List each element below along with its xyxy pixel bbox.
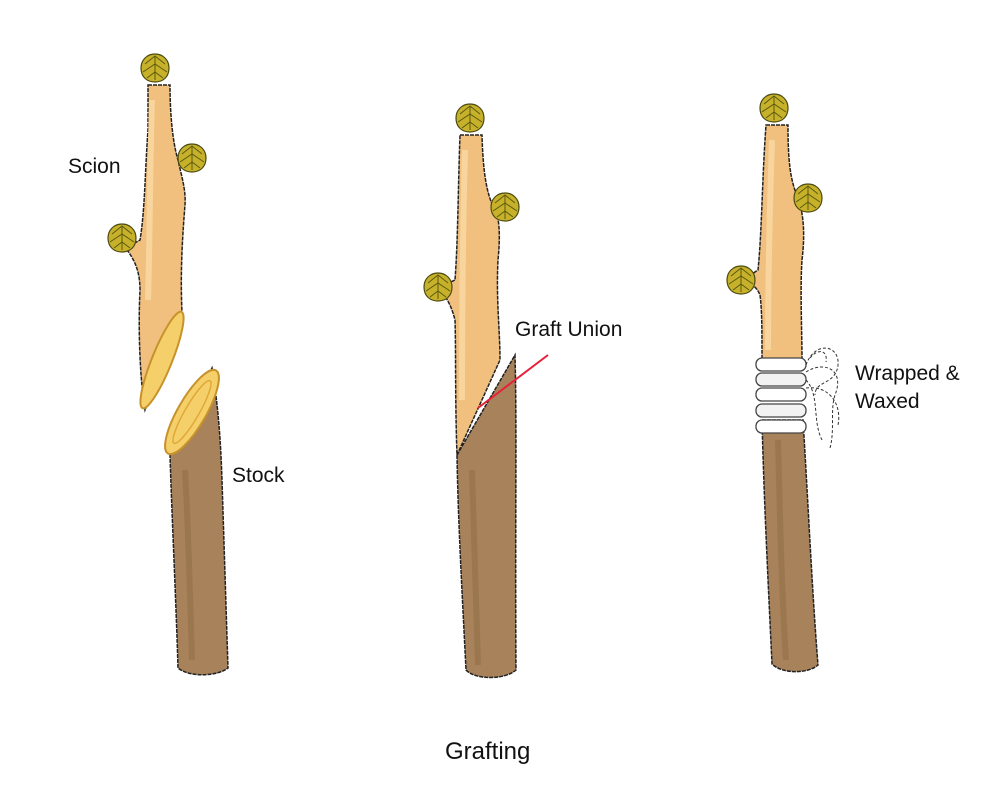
joined-bud-right xyxy=(490,192,520,222)
wrapped-bud-right xyxy=(793,183,823,213)
figure-wrapped-waxed xyxy=(726,93,840,673)
label-graft-union: Graft Union xyxy=(515,318,623,341)
wrapped-bud-top xyxy=(759,93,789,123)
label-stock: Stock xyxy=(232,464,285,487)
wrapped-stock xyxy=(761,419,819,673)
wrapped-scion xyxy=(726,93,823,361)
graft-wrap-bands xyxy=(755,357,807,434)
joined-stock xyxy=(456,352,517,679)
joined-scion xyxy=(423,103,520,456)
scion-bud-left xyxy=(107,223,137,253)
scion-bud-right xyxy=(177,143,207,173)
wrap-tie-strings xyxy=(805,347,840,449)
stock-cut-face xyxy=(164,368,220,456)
label-wrapped-line2: Waxed xyxy=(855,390,920,413)
figure-scion-and-stock xyxy=(107,53,229,676)
graft-union-pointer xyxy=(477,354,549,409)
label-wrapped-waxed: Wrapped & Waxed xyxy=(855,360,960,416)
scion-illustration xyxy=(107,53,207,413)
label-scion: Scion xyxy=(68,155,121,178)
scion-cut-face xyxy=(139,310,185,410)
figure-graft-union xyxy=(423,103,549,679)
wrapped-bud-left xyxy=(726,265,756,295)
stock-illustration xyxy=(164,365,229,676)
diagram-title: Grafting xyxy=(445,738,531,765)
label-wrapped-line1: Wrapped & xyxy=(855,362,960,385)
joined-bud-top xyxy=(455,103,485,133)
joined-bud-left xyxy=(423,272,453,302)
scion-bud-top xyxy=(140,53,170,83)
